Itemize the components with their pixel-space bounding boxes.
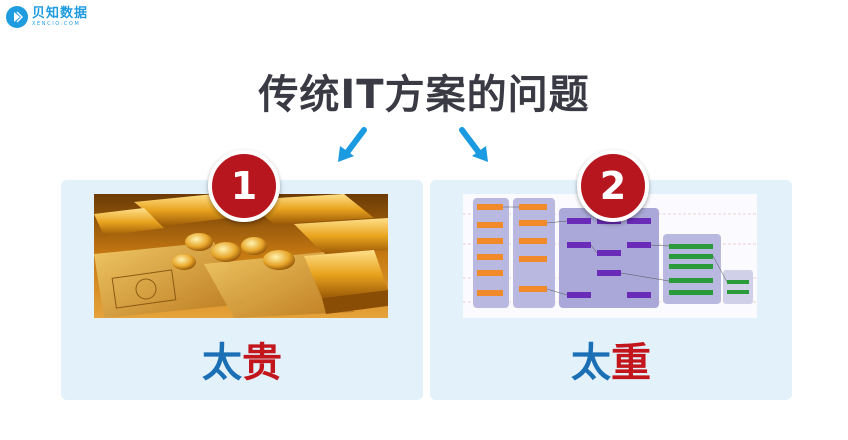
logo-name: 贝知数据 xyxy=(32,6,89,21)
logo-tagline: XENCIO.COM xyxy=(32,21,81,27)
number-badge-1: 1 xyxy=(208,150,280,222)
panel-too-expensive: 1 xyxy=(61,150,423,400)
logo-text: 贝知数据 XENCIO.COM xyxy=(32,7,88,27)
caption-too-heavy: 太重 xyxy=(430,330,792,388)
caption-too: 太 xyxy=(571,340,611,386)
caption-heavy: 重 xyxy=(611,340,651,386)
arrow-down-left-icon xyxy=(338,127,367,162)
number-badge-2: 2 xyxy=(577,150,649,222)
arrow-down-right-icon xyxy=(459,127,488,162)
logo-mark-icon xyxy=(6,6,28,28)
caption-expensive: 贵 xyxy=(242,340,282,386)
panel-too-heavy: 2 xyxy=(430,150,792,400)
caption-too: 太 xyxy=(202,340,242,386)
logo: 贝知数据 XENCIO.COM xyxy=(6,6,88,28)
caption-too-expensive: 太贵 xyxy=(61,330,423,388)
page-title: 传统IT方案的问题 xyxy=(258,72,590,118)
gold-and-money-image xyxy=(94,194,388,318)
